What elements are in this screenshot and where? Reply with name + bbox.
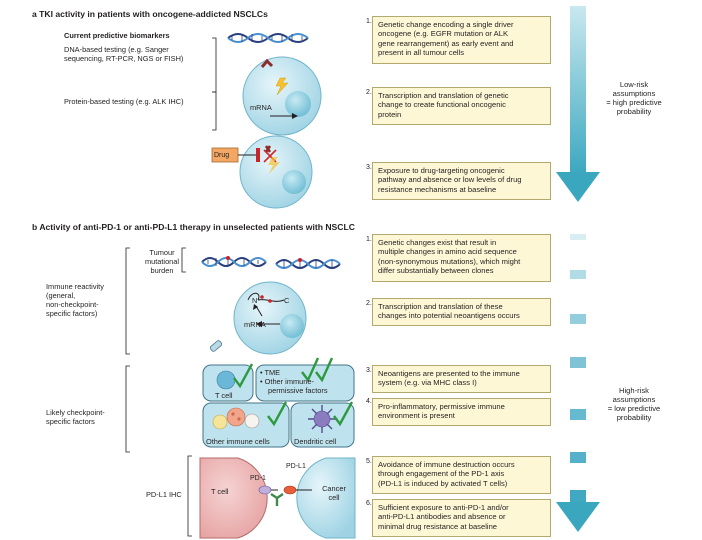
tme-label: • TME• Other immune- permissive factors: [260, 368, 328, 395]
check-icon: [233, 363, 254, 389]
protein-testing-label: Protein-based testing (e.g. ALK IHC): [64, 97, 184, 106]
immune-reactivity-label: Immune reactivity(general, non-checkpoin…: [46, 282, 104, 318]
bracket-dna: [212, 37, 217, 93]
bracket-protein: [212, 91, 217, 131]
high-risk-arrow: [556, 234, 600, 532]
t-cell-label: T cell: [215, 391, 233, 400]
box-a2-num: 2.: [366, 89, 372, 96]
box-b4-num: 4.: [366, 398, 372, 405]
check-icon: [301, 357, 320, 383]
biomarkers-heading: Current predictive biomarkers: [64, 31, 170, 40]
bracket-pdl1: [187, 455, 192, 537]
pdl1-ihc-label: PD-L1 IHC: [146, 490, 182, 499]
box-a3-num: 3.: [366, 164, 372, 171]
cell-a2: [211, 135, 313, 209]
box-b1-num: 1.: [366, 236, 372, 243]
section-b-title: b Activity of anti-PD-1 or anti-PD-L1 th…: [32, 222, 355, 232]
mrna-label-b: mRNA: [244, 320, 266, 329]
box-b6-num: 6.: [366, 500, 372, 507]
check-icon: [267, 401, 288, 427]
pdl1-label: PD-L1: [286, 463, 306, 470]
dna-strands-b: [201, 256, 341, 269]
t-cell-big-label: T cell: [211, 487, 229, 496]
section-a-title: a TKI activity in patients with oncogene…: [32, 9, 268, 19]
low-risk-arrow: [556, 6, 600, 202]
n-label: N: [252, 296, 258, 305]
drug-label: Drug: [214, 152, 230, 159]
check-icon: [333, 401, 354, 427]
box-a2: Transcription and translation of genetic…: [372, 87, 551, 125]
bracket-immune: [125, 247, 130, 355]
other-immune-label: Other immune cells: [206, 437, 270, 446]
lightning-icon: [275, 77, 289, 96]
box-b5-num: 5.: [366, 458, 372, 465]
check-icon: [315, 357, 334, 383]
dendritic-label: Dendritic cell: [294, 437, 337, 446]
dna-strand-a: [227, 33, 309, 43]
mrna-label: mRNA: [250, 103, 272, 112]
pd1-pdl1-panel: [199, 457, 356, 539]
bracket-checkpoint: [125, 365, 130, 453]
cell-b1: [209, 281, 307, 355]
immune-panel: [202, 357, 355, 448]
checkpoint-factors-label: Likely checkpoint-specific factors: [46, 408, 105, 426]
pd1-label: PD-1: [250, 475, 266, 482]
box-a1-num: 1.: [366, 18, 372, 25]
cell-a1: [242, 56, 322, 136]
box-b2-num: 2.: [366, 300, 372, 307]
box-b3-num: 3.: [366, 367, 372, 374]
c-label: C: [284, 296, 290, 305]
